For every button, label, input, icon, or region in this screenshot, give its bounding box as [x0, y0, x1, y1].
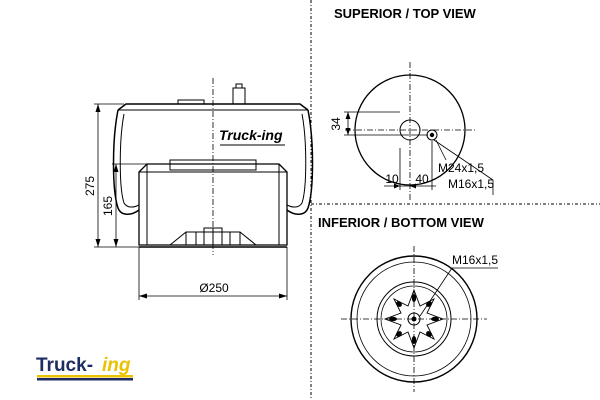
logo-underline-navy: [37, 378, 133, 381]
bottom-view-thread-leader: [419, 267, 453, 317]
truck-ing-logo: Truck- ing: [36, 355, 133, 381]
bottom-view-centerlines: [341, 246, 487, 392]
logo-underline-yellow: [37, 375, 133, 378]
thread-label-secondary: M16x1,5: [448, 177, 494, 191]
view-divider-lines: [310, 0, 600, 400]
bottom-thread-label: M16x1,5: [452, 253, 498, 267]
dimension-offset-vertical: 34: [329, 117, 343, 131]
dimension-height-piston: 165: [101, 196, 115, 216]
top-view-centerlines: [345, 62, 475, 200]
body-brand-mark: Truck-ing: [219, 127, 285, 146]
side-view-dimensions: [94, 103, 288, 300]
dimension-diameter: Ø250: [199, 281, 229, 295]
logo-truck-text: Truck-: [36, 355, 93, 376]
dimension-offset-small: 10: [385, 172, 399, 186]
thread-label-main: M24x1,5: [438, 161, 484, 175]
top-view-title: SUPERIOR / TOP VIEW: [334, 6, 477, 21]
body-brand-text: Truck-ing: [219, 127, 283, 143]
bottom-view-vent-holes: [389, 294, 439, 344]
dimension-offset-large: 40: [415, 172, 429, 186]
top-view-dimension-arrows: [345, 112, 416, 189]
side-view-dimension-arrows: [95, 104, 287, 299]
logo-ing-text: ing: [102, 355, 131, 376]
dimension-height-total: 275: [83, 176, 97, 196]
bottom-view-title: INFERIOR / BOTTOM VIEW: [318, 215, 485, 230]
